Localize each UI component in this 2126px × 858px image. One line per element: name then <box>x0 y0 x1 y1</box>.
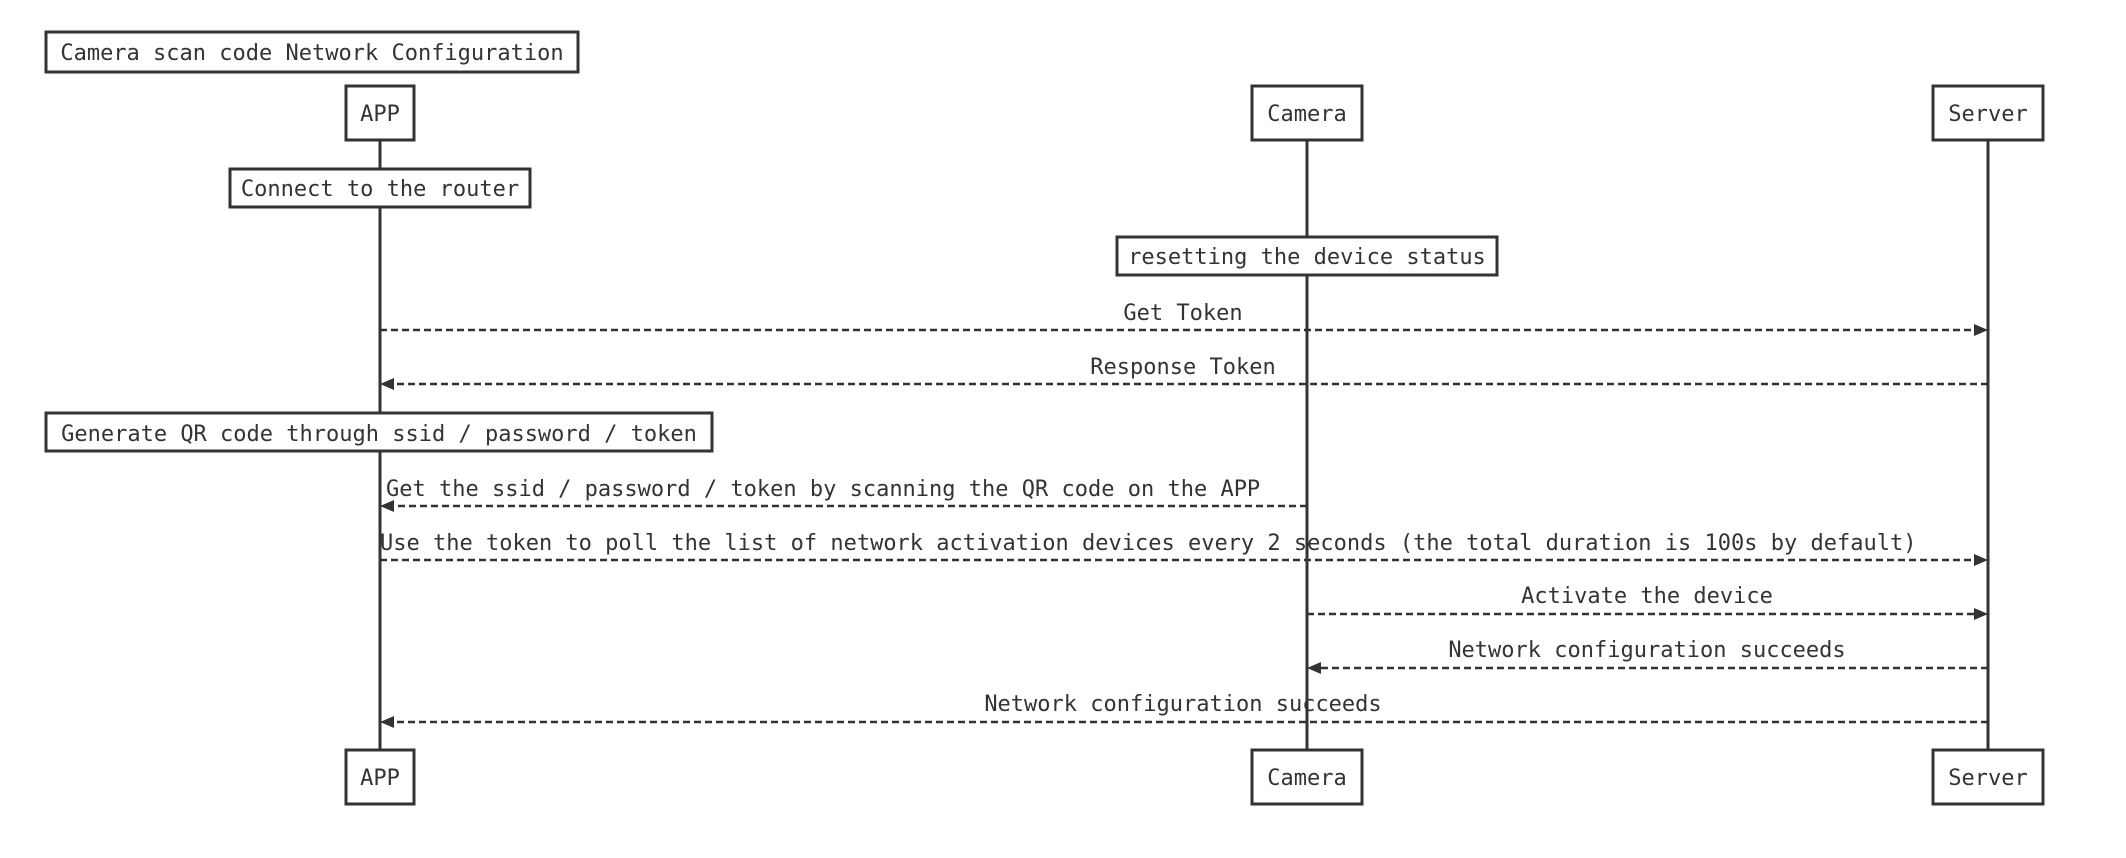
note-connect-router: Connect to the router <box>228 167 532 209</box>
message-label: Get the ssid / password / token by scann… <box>386 477 1260 502</box>
note-text: resetting the device status <box>1128 245 1486 270</box>
participant-label: Server <box>1948 766 2027 791</box>
arrowhead-right-icon <box>1974 608 1988 620</box>
diagram-title-text: Camera scan code Network Configuration <box>60 41 563 66</box>
participant-label: Server <box>1948 102 2027 127</box>
participant-label: Camera <box>1267 102 1346 127</box>
participant-app-bottom: APP <box>344 748 416 806</box>
message-get-token: Get Token <box>380 301 1988 336</box>
participant-app-top: APP <box>344 84 416 142</box>
message-response-token: Response Token <box>380 355 1988 390</box>
arrowhead-left-icon <box>380 500 394 512</box>
arrowhead-left-icon <box>380 378 394 390</box>
participant-label: APP <box>360 766 400 791</box>
message-label: Network configuration succeeds <box>984 692 1381 717</box>
participant-server-top: Server <box>1931 84 2045 142</box>
participant-label: APP <box>360 102 400 127</box>
participant-label: Camera <box>1267 766 1346 791</box>
message-config-succeeds-app: Network configuration succeeds <box>380 692 1988 728</box>
diagram-title: Camera scan code Network Configuration <box>44 30 580 74</box>
message-label: Network configuration succeeds <box>1448 638 1845 663</box>
message-config-succeeds-camera: Network configuration succeeds <box>1307 638 1988 674</box>
participant-camera-top: Camera <box>1250 84 1364 142</box>
arrowhead-right-icon <box>1974 554 1988 566</box>
arrowhead-left-icon <box>1307 662 1321 674</box>
participant-camera-bottom: Camera <box>1250 748 1364 806</box>
message-label: Use the token to poll the list of networ… <box>380 531 1916 556</box>
note-reset-device: resetting the device status <box>1115 235 1499 277</box>
message-label: Response Token <box>1090 355 1275 380</box>
message-activate-device: Activate the device <box>1307 584 1988 620</box>
message-scan-qr: Get the ssid / password / token by scann… <box>380 477 1307 512</box>
message-label: Get Token <box>1123 301 1242 326</box>
arrowhead-left-icon <box>380 716 394 728</box>
note-generate-qr: Generate QR code through ssid / password… <box>44 411 714 453</box>
arrowhead-right-icon <box>1974 324 1988 336</box>
note-text: Connect to the router <box>241 177 519 202</box>
message-label: Activate the device <box>1521 584 1773 609</box>
note-text: Generate QR code through ssid / password… <box>61 422 697 447</box>
participant-server-bottom: Server <box>1931 748 2045 806</box>
message-poll-devices: Use the token to poll the list of networ… <box>380 531 1988 566</box>
